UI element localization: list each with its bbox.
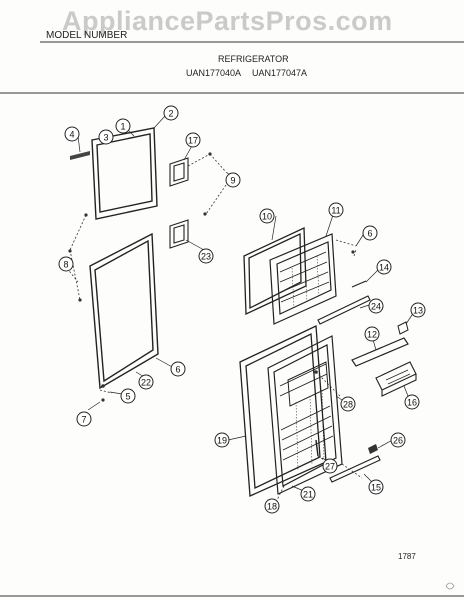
callout-4: 4 (69, 130, 74, 140)
model-number-1: UAN177040A (186, 68, 242, 78)
diagram-title: REFRIGERATOR (218, 54, 289, 64)
model-number-2: UAN177047A (252, 68, 308, 78)
hinge-bracket-upper (169, 157, 189, 187)
callout-21: 21 (303, 490, 313, 500)
callout-27: 27 (325, 462, 335, 472)
callout-8: 8 (63, 260, 68, 270)
callout-14: 14 (379, 263, 389, 273)
door-shelf (351, 337, 409, 367)
callout-circles (58, 105, 426, 514)
callout-11: 11 (331, 206, 340, 216)
callout-6-right: 6 (367, 229, 372, 239)
dairy-compartment (375, 361, 417, 397)
callout-3: 3 (103, 133, 108, 143)
callout-6-left: 6 (175, 365, 180, 375)
freezer-door-gasket (91, 127, 158, 220)
callout-10: 10 (262, 212, 272, 222)
fresh-food-door-gasket (89, 232, 159, 390)
screws-left (68, 213, 105, 402)
callout-12: 12 (367, 330, 377, 340)
callout-15: 15 (371, 483, 381, 493)
watermark: AppliancePartsPros.com (62, 6, 393, 36)
callout-18: 18 (267, 502, 277, 512)
shelf-clip (397, 321, 409, 335)
bottom-door-rail (329, 455, 381, 483)
page-code: 1787 (398, 552, 416, 561)
handle-trim (70, 151, 90, 160)
callout-9: 9 (230, 176, 235, 186)
rail-clip (351, 280, 367, 288)
callout-28: 28 (343, 400, 353, 410)
model-number-label: MODEL NUMBER (46, 30, 128, 41)
callout-13: 13 (413, 306, 423, 316)
callout-24: 24 (371, 302, 381, 312)
rail-end-cap (368, 444, 378, 454)
callout-16: 16 (407, 398, 417, 408)
door-stop-pin (315, 439, 319, 457)
callout-7: 7 (81, 415, 86, 425)
callout-numbers: 1 2 3 4 17 9 23 8 6 22 5 7 10 11 6 14 24… (63, 109, 423, 512)
callout-1: 1 (120, 122, 125, 132)
hinge-leaders (187, 153, 227, 215)
scan-mark-icon (445, 582, 455, 590)
callout-2: 2 (168, 109, 173, 119)
freezer-shelf-rail (317, 295, 371, 325)
callout-5: 5 (125, 392, 130, 402)
hinge-bracket-lower (169, 219, 189, 249)
freezer-door-outer-panel (243, 226, 307, 316)
callout-26: 26 (393, 436, 403, 446)
callout-22: 22 (141, 378, 151, 388)
callout-leaders (62, 115, 415, 505)
callout-19: 19 (217, 436, 227, 446)
callout-23: 23 (201, 252, 211, 262)
callout-17: 17 (188, 136, 198, 146)
freezer-door-liner (269, 233, 337, 325)
left-leaders (61, 214, 113, 394)
